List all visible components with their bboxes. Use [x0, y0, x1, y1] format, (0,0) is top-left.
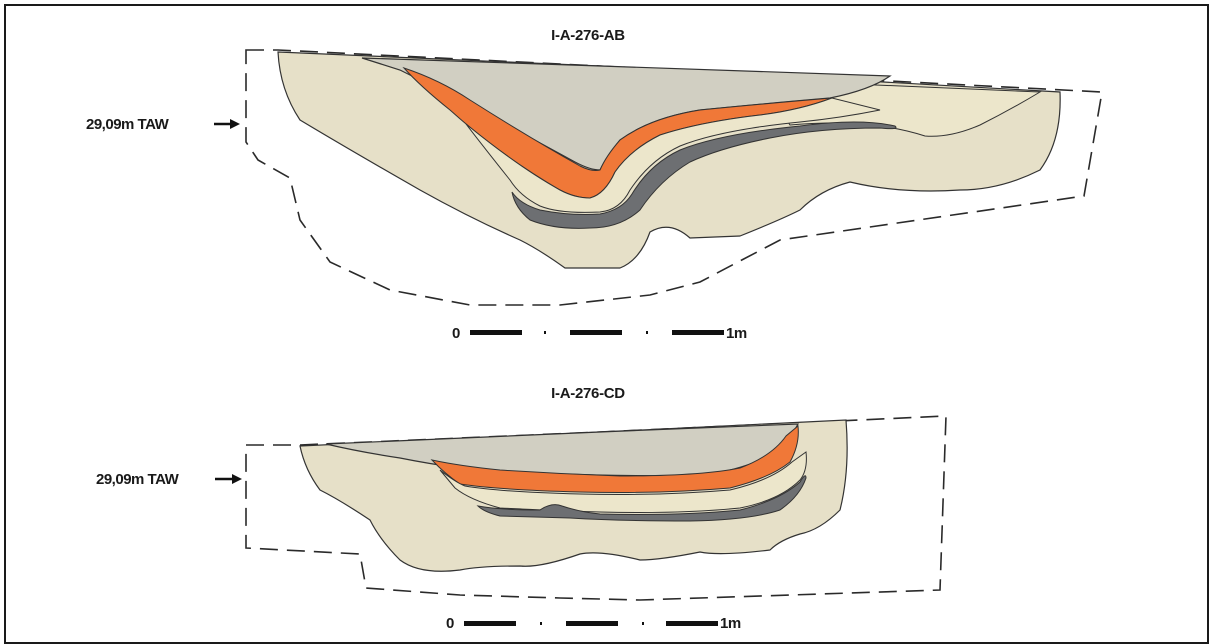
section-ab-title: I-A-276-AB: [551, 27, 625, 44]
section-drawing: I-A-276-AB 29,09m TAW 0 1m: [86, 27, 1103, 630]
section-cd-scale-bar: 0 1m: [446, 615, 741, 630]
section-cd-dark-layer: [476, 475, 807, 522]
section-ab-level-label: 29,09m TAW: [86, 116, 170, 133]
section-ab-level-arrow-icon: [214, 119, 240, 129]
section-cd-scale-start: 0: [446, 615, 454, 630]
section-cd-title: I-A-276-CD: [551, 385, 625, 402]
section-ab-scale-bar: 0 1m: [452, 325, 747, 342]
section-ab: I-A-276-AB 29,09m TAW 0 1m: [86, 27, 1103, 342]
section-ab-light-band: [465, 97, 881, 213]
section-ab-reconstruction-outline: [245, 49, 1103, 306]
section-cd-level-label: 29,09m TAW: [96, 471, 180, 488]
section-cd: I-A-276-CD 29,09m TAW 0 1m: [96, 385, 947, 630]
section-cd-level-arrow-icon: [215, 474, 242, 484]
section-cd-scale-end: 1m: [720, 615, 741, 630]
section-ab-dark-layer: [511, 121, 897, 229]
section-ab-scale-start: 0: [452, 325, 460, 342]
section-cd-orange-layer: [430, 425, 799, 493]
section-ab-scale-end: 1m: [726, 325, 747, 342]
